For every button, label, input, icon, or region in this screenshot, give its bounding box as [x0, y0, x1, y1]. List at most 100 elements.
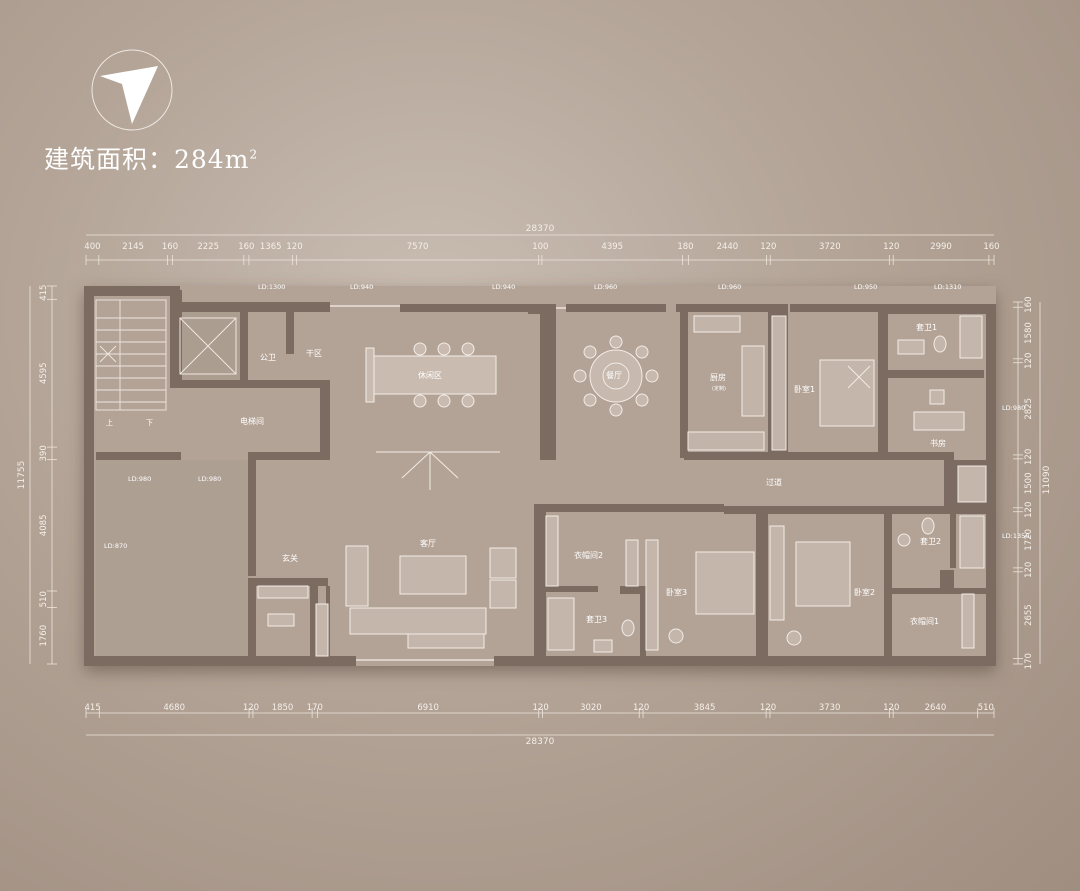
- room-kitchen-sub: (定制): [712, 385, 726, 392]
- dims-bottom-segment: 3730: [819, 703, 841, 713]
- dims-top-segment: 100: [532, 242, 548, 252]
- ld-960-b: LD:960: [718, 283, 741, 291]
- dims-left-segment: 1760: [39, 625, 49, 647]
- dims-bottom-segment: 2640: [925, 703, 947, 713]
- lounge-furniture: [365, 342, 497, 408]
- study-desk: [913, 389, 965, 431]
- room-bedroom1: 卧室1: [794, 384, 815, 394]
- dims-top-segment: 160: [238, 242, 254, 252]
- room-entry: 玄关: [282, 553, 298, 563]
- kitchen-cabinets: [687, 315, 787, 451]
- dims-bottom-segment: 4680: [163, 703, 185, 713]
- dims-bottom-segment: 415: [85, 703, 101, 713]
- bedroom3-furniture: [545, 515, 755, 653]
- room-bedroom2: 卧室2: [854, 587, 875, 597]
- room-ensuite1: 套卫1: [916, 322, 937, 332]
- entry-cabinets: [257, 585, 329, 657]
- room-living: 客厅: [420, 538, 436, 548]
- dim-top-total: 28370: [526, 224, 555, 234]
- stair: [95, 299, 167, 411]
- dims-bottom-segment: 3020: [580, 703, 602, 713]
- dims-right-segment: 120: [1024, 353, 1034, 369]
- ld-labels: LD:1300 LD:940 LD:940 LD:960 LD:960 LD:9…: [104, 283, 1029, 550]
- dims-top-segment: 4395: [601, 242, 623, 252]
- room-ensuite2: 套卫2: [920, 536, 941, 546]
- dims-bottom-segment: 120: [533, 703, 549, 713]
- dining-table: [573, 335, 659, 417]
- area-unit-sup: 2: [249, 147, 259, 162]
- dims-right-segment: 120: [1024, 449, 1034, 465]
- windows: [330, 305, 566, 661]
- room-public-wc: 公卫: [260, 353, 276, 362]
- dims-bottom-segment: 6910: [417, 703, 439, 713]
- dims-right-segment: 120: [1024, 562, 1034, 578]
- dims-right-segment: 1720: [1024, 529, 1034, 551]
- ld-940-a: LD:940: [350, 283, 373, 291]
- room-ensuite3: 套卫3: [586, 614, 607, 624]
- dim-left-total: 11755: [17, 461, 27, 490]
- bedroom1-bed: [819, 359, 875, 427]
- floor-areas: [96, 312, 251, 660]
- dims-right-segment: 170: [1024, 653, 1034, 669]
- room-kitchen: 厨房: [710, 372, 726, 382]
- dims-left-segment: 390: [39, 445, 49, 461]
- dims-left-segment: 415: [39, 285, 49, 301]
- dims-top-segment: 400: [84, 242, 100, 252]
- dims-bottom-segment: 3845: [694, 703, 716, 713]
- dim-bottom-total: 28370: [526, 737, 555, 747]
- corridor-wardrobe: [957, 465, 987, 503]
- room-dry-area: 干区: [306, 349, 322, 358]
- dims-top-segment: 2440: [717, 242, 739, 252]
- living-furniture: [345, 545, 517, 649]
- dims-top-segment: 160: [162, 242, 178, 252]
- dims-top-segment: 120: [883, 242, 899, 252]
- ensuite1-fixtures: [897, 315, 983, 359]
- dims-top-segment: 120: [286, 242, 302, 252]
- room-bedroom3: 卧室3: [666, 587, 687, 597]
- dims-left-segment: 4085: [39, 515, 49, 537]
- dims-bottom-segment: 120: [243, 703, 259, 713]
- north-arrow-icon: [88, 46, 176, 134]
- dims-bottom-segment: 510: [978, 703, 994, 713]
- dims-right-segment: 1500: [1024, 473, 1034, 495]
- room-closet1: 衣帽间1: [910, 616, 939, 626]
- dims-top-segment: 120: [760, 242, 776, 252]
- room-lounge: 休闲区: [418, 370, 442, 380]
- ld-1350: LD:1350: [1002, 532, 1029, 540]
- dims-top-segment: 2225: [197, 242, 219, 252]
- dims-right-segment: 1580: [1024, 322, 1034, 344]
- dimension-lines: [29, 234, 1041, 736]
- building-area-label: 建筑面积：284m2: [44, 140, 258, 176]
- ld-1310: LD:1310: [934, 283, 961, 291]
- room-closet2: 衣帽间2: [574, 550, 603, 560]
- dims-bottom-segment: 120: [760, 703, 776, 713]
- ld-980-right: LD:980: [1002, 404, 1025, 412]
- dims-right-segment: 2655: [1024, 604, 1034, 626]
- ld-960-a: LD:960: [594, 283, 617, 291]
- area-text: 建筑面积：284m: [44, 145, 250, 174]
- ld-980-a: LD:980: [128, 475, 151, 483]
- dims-right-segment: 2825: [1024, 398, 1034, 420]
- room-labels: 公卫 干区 休闲区 电梯间 餐厅 厨房 (定制) 卧室1 套卫1 书房 过道 玄…: [240, 322, 946, 626]
- room-elevator-hall: 电梯间: [240, 416, 264, 426]
- ld-1300: LD:1300: [258, 283, 285, 291]
- dims-bottom-segment: 120: [883, 703, 899, 713]
- dims-top-segment: 2990: [930, 242, 952, 252]
- stair-down-label: 下: [146, 419, 153, 427]
- fan-light-fixture: [376, 451, 500, 490]
- room-study: 书房: [930, 438, 946, 448]
- dimension-ticks: [47, 255, 1023, 718]
- stair-up-label: 上: [106, 418, 113, 427]
- room-corridor: 过道: [766, 477, 782, 487]
- elevator-shaft: [179, 317, 237, 375]
- dims-top-segment: 2145: [122, 242, 144, 252]
- dims-top-segment: 180: [677, 242, 693, 252]
- bedroom2-furniture: [769, 515, 985, 649]
- ld-870: LD:870: [104, 542, 127, 550]
- dims-bottom-segment: 1850: [272, 703, 294, 713]
- dims-bottom-segment: 120: [633, 703, 649, 713]
- dims-right-segment: 160: [1024, 296, 1034, 312]
- ld-950: LD:950: [854, 283, 877, 291]
